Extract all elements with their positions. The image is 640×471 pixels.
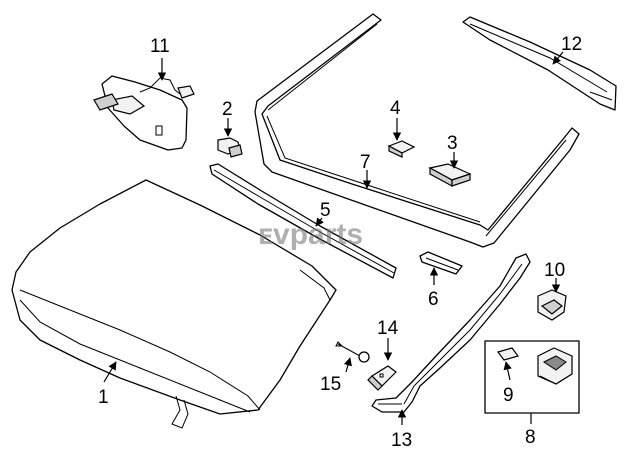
small-bracket [387,140,416,158]
callout-3: 3 [447,133,458,154]
sensor-kit-box [484,340,580,414]
sensor-clip [217,137,243,158]
roof-molding-strip [462,16,617,111]
callout-13: 13 [391,430,412,451]
callout-9: 9 [503,385,514,406]
rear-view-mirror [93,75,195,151]
callout-6: 6 [428,289,439,310]
callout-1: 1 [98,387,109,408]
callout-5: 5 [320,200,331,221]
molding-clip [419,251,463,275]
windshield-molding [209,163,397,279]
mount-bracket [537,289,567,321]
callout-10: 10 [544,260,565,281]
callout-12: 12 [561,34,582,55]
callout-2: 2 [222,99,233,120]
callout-15: 15 [320,374,341,395]
screw-grommet [335,341,370,363]
windshield-glass [254,13,580,248]
bracket-pad [428,163,472,188]
callout-8: 8 [525,427,536,448]
watermark-logo: ᴇvparts [258,218,363,251]
callout-11: 11 [150,36,170,57]
leader-lines [103,51,564,425]
retainer-clip [367,365,397,391]
hood-panel [11,179,337,429]
callout-4: 4 [390,98,401,119]
callout-14: 14 [377,318,399,339]
callout-7: 7 [360,152,371,173]
